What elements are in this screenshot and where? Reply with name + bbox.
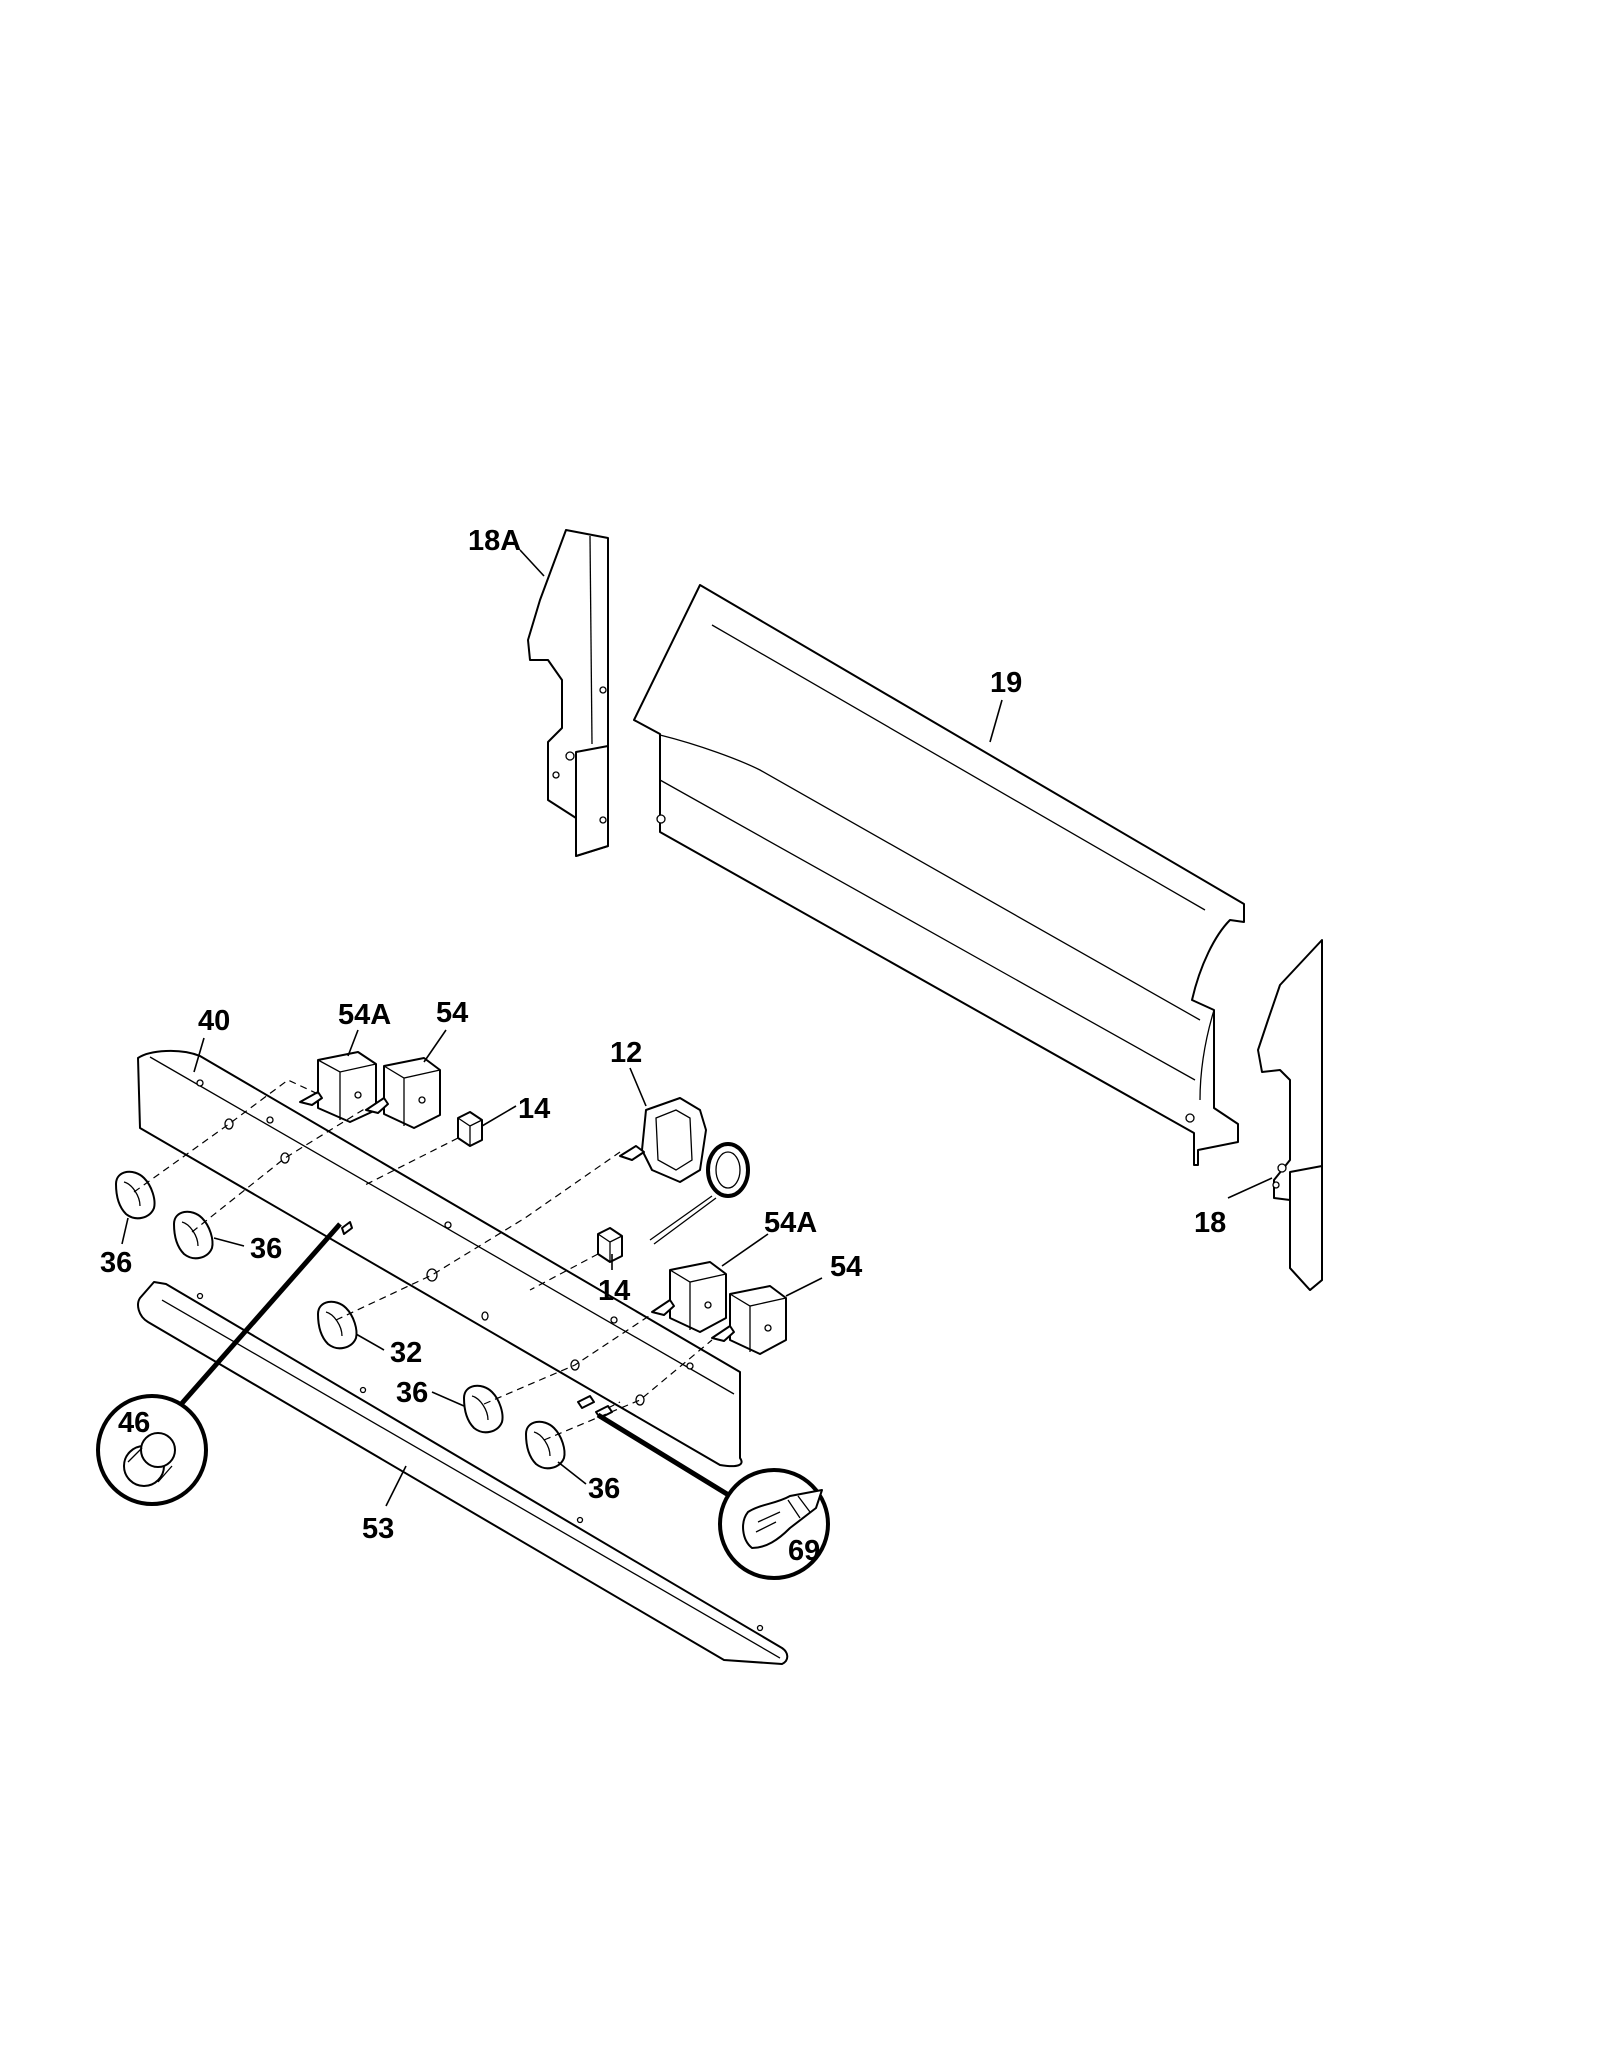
label-36-c: 36 — [396, 1377, 428, 1409]
thermostat-12 — [619, 1097, 750, 1245]
exploded-view-lines — [133, 1079, 713, 1441]
indicator-14-top — [457, 1111, 483, 1147]
label-54-top: 54 — [436, 997, 468, 1029]
label-36-b: 36 — [250, 1233, 282, 1265]
label-69: 69 — [788, 1535, 820, 1567]
callout-46 — [96, 1222, 342, 1506]
switch-54-bottom — [711, 1285, 787, 1355]
label-18a: 18A — [468, 525, 521, 557]
label-19: 19 — [990, 667, 1022, 699]
label-14-bottom: 14 — [598, 1275, 630, 1307]
label-53: 53 — [362, 1513, 394, 1545]
knob-36-b — [173, 1210, 214, 1260]
label-32: 32 — [390, 1337, 422, 1369]
knob-36-a — [115, 1170, 156, 1220]
knob-32 — [317, 1300, 358, 1350]
label-40: 40 — [198, 1005, 230, 1037]
part-labels: 18A 19 18 40 54A 54 12 14 14 54A 54 36 3… — [100, 525, 1226, 1567]
control-panel-40 — [137, 1049, 743, 1468]
backguard-panel-19 — [633, 584, 1245, 1166]
label-46: 46 — [118, 1407, 150, 1439]
side-trim-right-18 — [1257, 939, 1323, 1291]
indicator-14-bottom — [597, 1227, 623, 1263]
label-36-a: 36 — [100, 1247, 132, 1279]
side-trim-left-18a — [527, 529, 609, 857]
label-54-bottom: 54 — [830, 1251, 862, 1283]
label-36-d: 36 — [588, 1473, 620, 1505]
label-12: 12 — [610, 1037, 642, 1069]
label-54a-top: 54A — [338, 999, 391, 1031]
leader-lines — [121, 549, 1273, 1507]
knob-36-c — [463, 1384, 504, 1434]
label-14-top: 14 — [518, 1093, 550, 1125]
switch-54a-bottom — [651, 1261, 727, 1333]
label-54a-bottom: 54A — [764, 1207, 817, 1239]
trim-strip-53 — [137, 1281, 789, 1665]
switch-54-top — [365, 1057, 441, 1129]
callout-69 — [596, 1412, 830, 1580]
label-18: 18 — [1194, 1207, 1226, 1239]
knob-36-d — [525, 1420, 566, 1470]
switch-54a-top — [299, 1051, 377, 1123]
